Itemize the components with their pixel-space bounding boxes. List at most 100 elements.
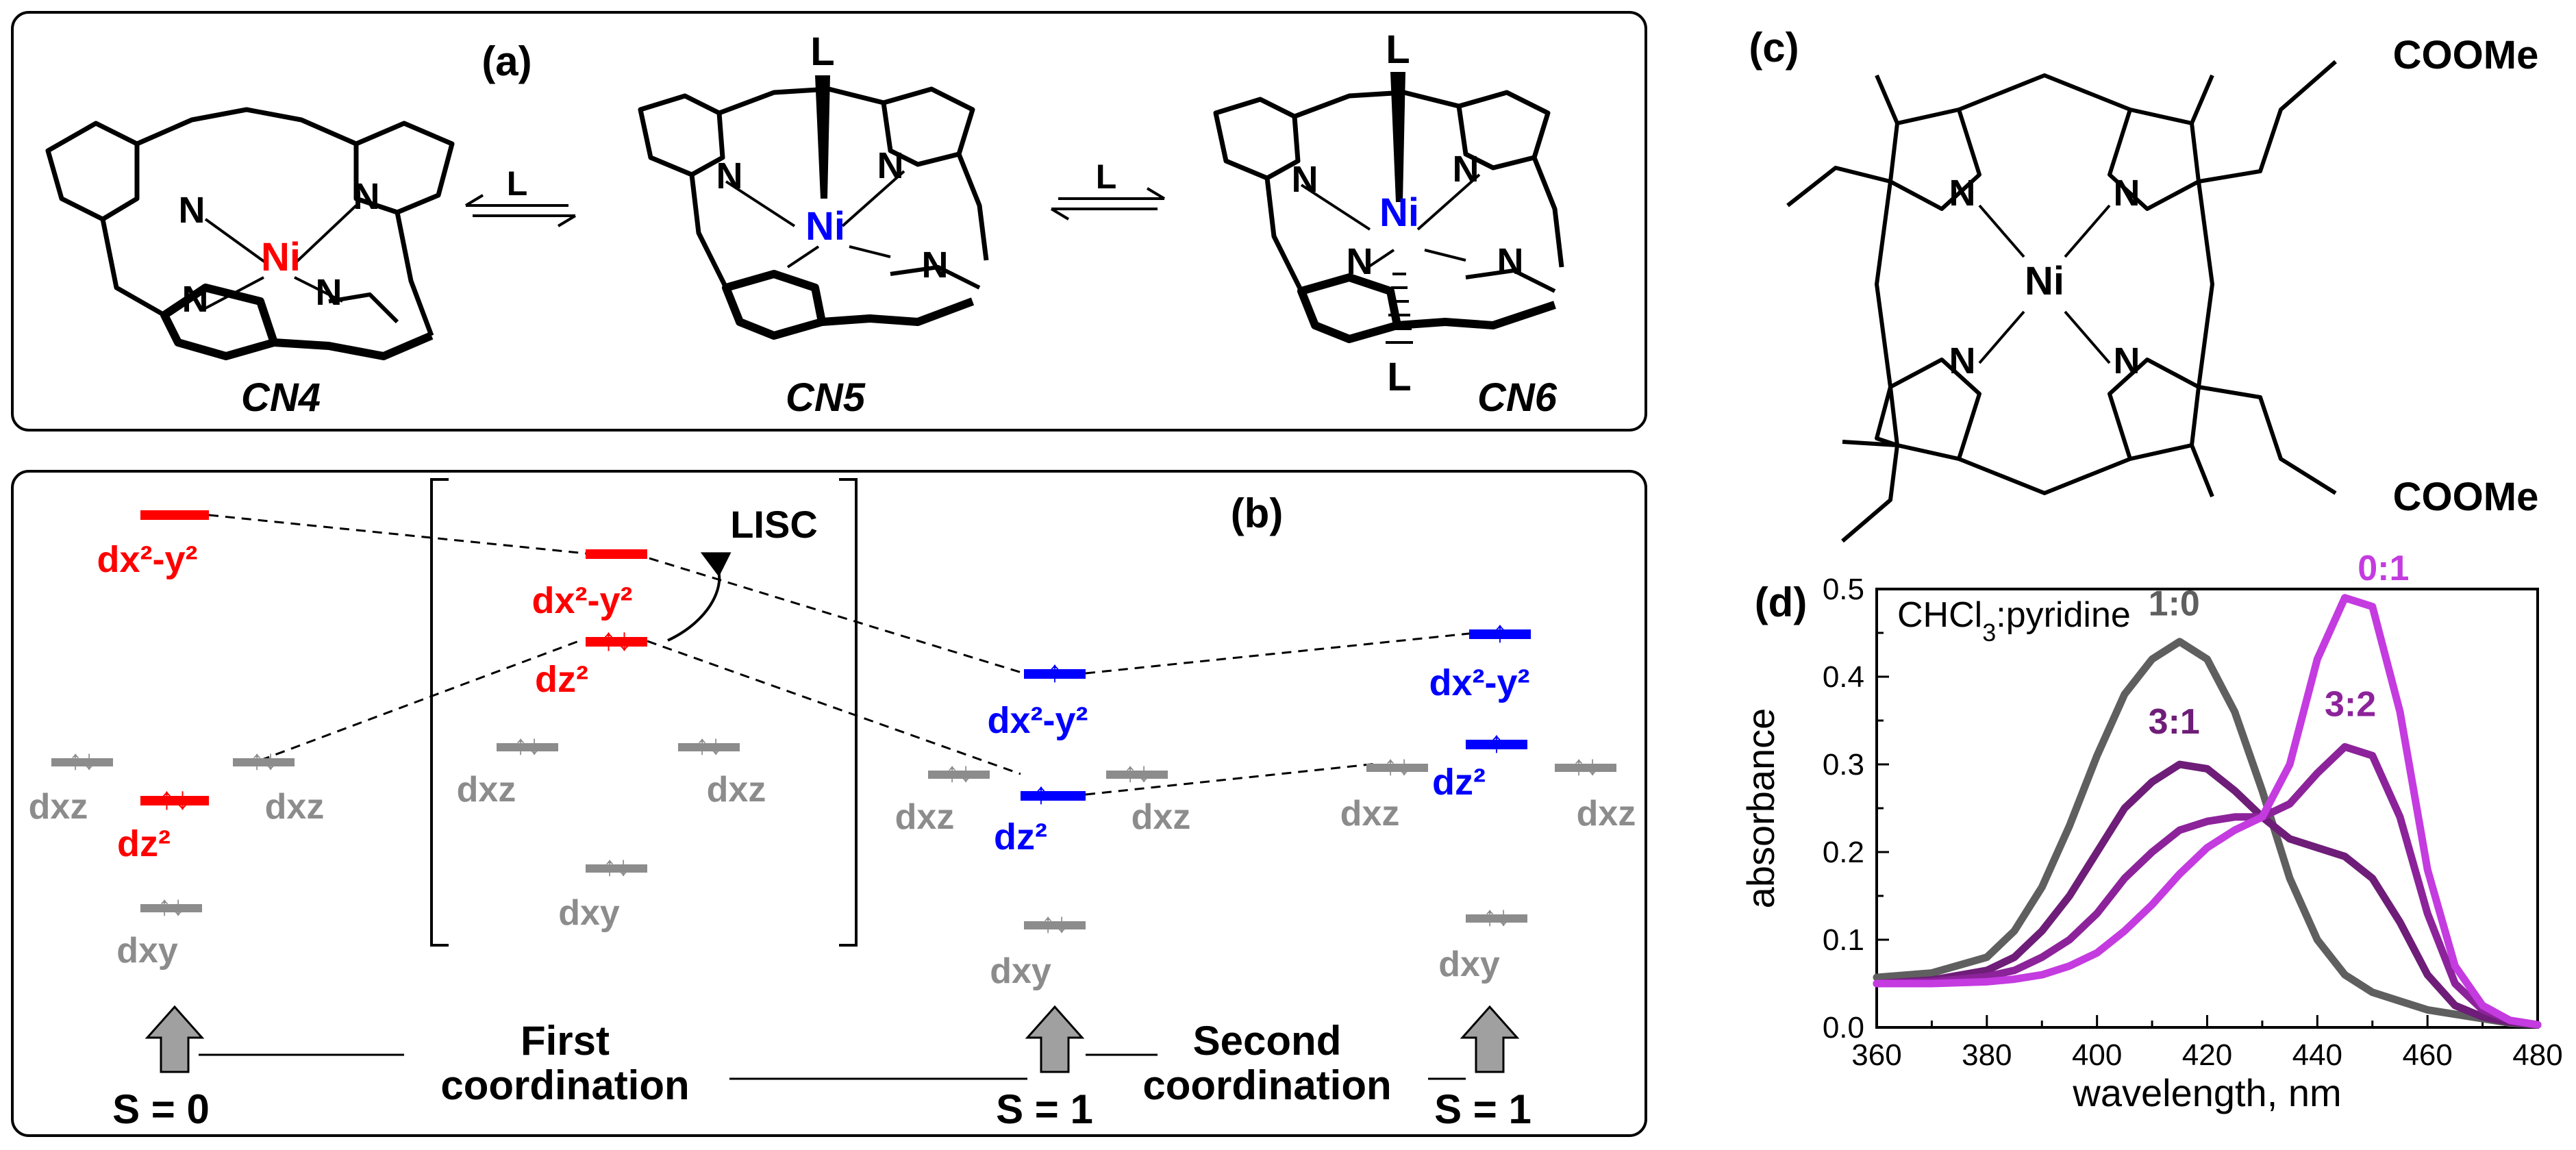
porphyrin-n-3: N	[1949, 340, 1976, 382]
lisc-dxy-electrons: ↑↓	[603, 851, 630, 882]
series-line-3-2	[1873, 742, 2542, 1029]
cn4-dxz-electrons-right: ↑↓	[250, 745, 277, 775]
cn4-dxz-level-left	[51, 758, 113, 766]
chart-title: CHCl3:pyridine	[1897, 595, 2131, 647]
series-line-1-0	[1873, 638, 2542, 1029]
lisc-dxz-electrons-right: ↑↓	[695, 730, 723, 760]
coordination-lines	[199, 1053, 1466, 1080]
cn5-dz2-level	[1021, 791, 1086, 801]
panel-a: (a) N N N N Ni CN4 L	[11, 11, 1647, 432]
cn5-dz2-electron: ↑	[1034, 777, 1049, 810]
cn5-dxy-level	[1024, 921, 1086, 929]
lisc-dx2y2-level	[586, 549, 647, 559]
equilibrium-arrow-1	[464, 194, 577, 227]
cn6-label: CN6	[1477, 375, 1558, 420]
lisc-dxz-level-right	[678, 743, 740, 751]
cn4-dx2y2-level	[140, 510, 209, 520]
spin-label-cn5: S = 1	[996, 1086, 1093, 1132]
x-tick-label: 400	[2072, 1038, 2122, 1072]
y-tick-label: 0.4	[1823, 660, 1864, 694]
series-line-3-1	[1873, 760, 2542, 1029]
series-line-0-1	[1873, 594, 2542, 1029]
arrow-1-ligand: L	[507, 164, 528, 203]
panel-d-label: (d)	[1755, 579, 1808, 625]
cn4-molecule	[45, 107, 455, 360]
cn4-dxz-level-right	[233, 758, 295, 766]
x-tick-label: 380	[1962, 1038, 2012, 1072]
lisc-dz2-electrons: ↑↓	[601, 621, 632, 657]
equilibrium-arrow-2	[1050, 187, 1166, 221]
cn6-dx2y2-electron: ↑	[1492, 615, 1508, 649]
cn5-bracket	[430, 478, 858, 947]
cn5-n-1: N	[716, 155, 743, 197]
cn5-dx2y2-level	[1024, 669, 1086, 679]
cn4-n-4: N	[316, 272, 342, 313]
cn5-dz2-label: dz²	[994, 816, 1047, 858]
substituent-top: COOMe	[2393, 33, 2539, 77]
cn6-dxz-label-right: dxz	[1577, 794, 1636, 834]
cn6-dx2y2-level	[1469, 629, 1531, 639]
porphyrin-n-1: N	[1949, 173, 1976, 214]
cn5-label: CN5	[786, 375, 866, 420]
cn6-molecule	[1213, 90, 1564, 343]
cn4-n-3: N	[182, 279, 209, 320]
cn5-dxz-electrons-left: ↑↓	[945, 758, 973, 788]
series-label-0-1: 0:1	[2358, 549, 2409, 588]
lisc-dz2-level	[586, 637, 647, 647]
cn4-orbitals: dx²-y² ↑↓ dz² ↑↓ dxz ↑↓ dxz ↑↓ dxy	[29, 510, 325, 971]
lisc-dxz-label-left: dxz	[457, 770, 516, 810]
panel-c: (c)	[1749, 25, 2539, 543]
cn4-dxy-level	[140, 904, 202, 912]
lisc-dxz-electrons-left: ↑↓	[514, 730, 541, 760]
cn6-dxz-level-right	[1555, 764, 1616, 772]
cn5-dxy-electrons: ↑↓	[1041, 908, 1068, 938]
cn6-hashed-bond	[1386, 273, 1413, 344]
cn5-dxz-label-left: dxz	[895, 797, 955, 837]
second-coordination-line-2: coordination	[1142, 1062, 1391, 1108]
cn4-dx2y2-label: dx²-y²	[97, 539, 198, 580]
cn6-dz2-electron: ↑	[1489, 725, 1504, 759]
cn6-dxy-level	[1466, 914, 1527, 923]
cn5-ligand: L	[810, 29, 834, 74]
cn4-ni: Ni	[261, 235, 301, 279]
spin-arrow-cn4	[145, 1005, 205, 1073]
panel-b-frame	[11, 470, 1647, 1137]
panel-b: (b) LISC dx²-y² ↑↓ dz² ↑↓ dxz	[11, 470, 1647, 1137]
cn6-ni: Ni	[1379, 190, 1419, 235]
x-tick-label: 460	[2402, 1038, 2452, 1072]
porphyrin-n-2: N	[2114, 173, 2140, 214]
series-label-1-0: 1:0	[2149, 584, 2200, 623]
lisc-arrow	[667, 552, 731, 642]
cn4-n-1: N	[179, 190, 205, 231]
cn6-dz2-level	[1466, 740, 1527, 749]
lisc-label: LISC	[730, 503, 818, 546]
cn6-apical-wedge	[1390, 72, 1405, 202]
cn4-dxy-electrons: ↑↓	[158, 891, 185, 921]
cn4-dxz-label-right: dxz	[265, 787, 325, 827]
x-tick-label: 360	[1851, 1038, 1901, 1072]
lisc-dx2y2-label: dx²-y²	[532, 580, 633, 621]
cn5-dx2y2-label: dx²-y²	[988, 700, 1088, 741]
cn4-dz2-level	[140, 796, 209, 805]
cn6-dxz-electrons-right: ↑↓	[1572, 751, 1599, 781]
lisc-orbitals: dx²-y² ↑↓ dz² ↑↓ dxz ↑↓ dxz ↑↓ dxy	[457, 549, 766, 933]
panel-a-label: (a)	[482, 38, 532, 84]
cn4-dxy-label: dxy	[116, 931, 178, 971]
porphyrin-n-4: N	[2114, 340, 2140, 382]
correlation-lines	[208, 514, 1470, 796]
cn6-dxz-electrons-left: ↑↓	[1384, 751, 1411, 781]
lisc-dxy-level	[586, 864, 647, 873]
cn5-dxz-electrons-right: ↑↓	[1123, 758, 1151, 788]
cn6-dx2y2-label: dx²-y²	[1429, 662, 1530, 703]
cn6-n-4: N	[1497, 241, 1524, 282]
y-tick-label: 0.3	[1823, 748, 1864, 782]
cn6-n-3: N	[1347, 241, 1373, 282]
y-tick-label: 0.0	[1823, 1011, 1864, 1045]
panel-b-label: (b)	[1231, 490, 1284, 536]
lisc-dxz-level-left	[497, 743, 558, 751]
cn5-dxy-label: dxy	[990, 951, 1051, 991]
spin-label-cn4: S = 0	[112, 1086, 210, 1132]
cn5-n-3: N	[922, 245, 949, 286]
